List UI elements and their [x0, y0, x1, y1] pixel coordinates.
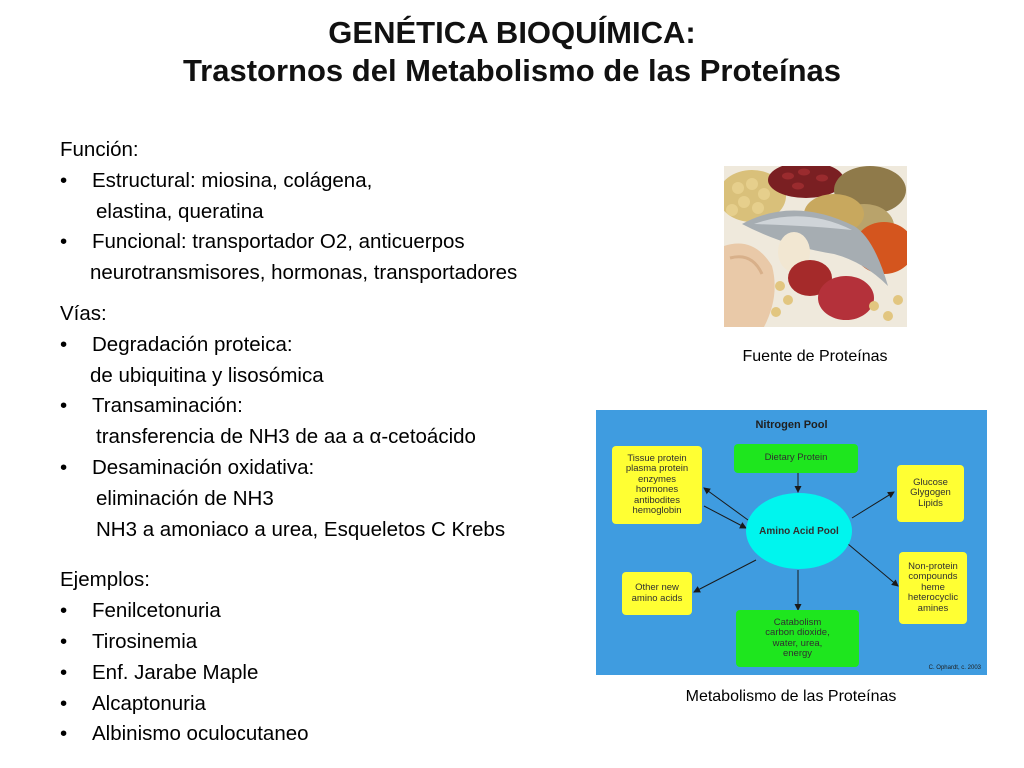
- title-line-2: Trastornos del Metabolismo de las Proteí…: [182, 53, 842, 88]
- funcion-bullet-1: • Estructural: miosina, colágena,: [60, 166, 620, 197]
- protein-foods-photo: [724, 166, 907, 327]
- funcion-bullet-1-text: Estructural: miosina, colágena,: [92, 168, 373, 192]
- vias-bullet-1-cont: de ubiquitina y lisosómica: [90, 363, 324, 387]
- nitrogen-pool-diagram: Nitrogen Pool Dietary Protein Tissue pro…: [596, 410, 987, 675]
- vias-bullet-3: • Desaminación oxidativa:: [60, 453, 620, 484]
- non-protein-box: Non-protein compounds heme heterocyclic …: [899, 552, 967, 624]
- arrow-tissue-to-pool: [703, 505, 747, 529]
- ejemplo-item-text: Enf. Jarabe Maple: [92, 660, 259, 684]
- other-amino-acids-box: Other new amino acids: [622, 572, 692, 615]
- bullet-dot: •: [60, 230, 68, 254]
- ejemplo-item: • Fenilcetonuria: [60, 596, 620, 627]
- diagram-arrows: [693, 473, 899, 611]
- diagram-title: Nitrogen Pool: [755, 419, 828, 431]
- funcion-bullet-1-cont: elastina, queratina: [96, 199, 264, 223]
- title-line-1: GENÉTICA BIOQUÍMICA:: [328, 15, 696, 50]
- arrow-pool-to-nonprotein: [847, 543, 899, 587]
- catabolism-box: Catabolism carbon dioxide, water, urea, …: [736, 610, 859, 667]
- ejemplo-item: • Tirosinemia: [60, 627, 620, 658]
- ejemplo-item-text: Albinismo oculocutaneo: [92, 722, 309, 746]
- photo-caption: Fuente de Proteínas: [742, 348, 888, 365]
- bullet-dot: •: [60, 332, 68, 356]
- tissue-protein-box: Tissue protein plasma protein enzymes ho…: [612, 446, 702, 524]
- bullet-dot: •: [60, 394, 68, 418]
- arrow-pool-to-glucose: [851, 491, 895, 519]
- arrow-pool-to-tissue: [703, 487, 749, 521]
- vias-bullet-1: • Degradación proteica:: [60, 330, 620, 361]
- ejemplo-item: • Alcaptonuria: [60, 689, 620, 720]
- amino-acid-pool: Amino Acid Pool: [746, 493, 852, 569]
- vias-bullet-3-cont-2: NH3 a amoniaco a urea, Esqueletos C Kreb…: [96, 517, 506, 541]
- bullet-dot: •: [60, 455, 68, 479]
- glucose-box: Glucose Glygogen Lipids: [897, 465, 964, 522]
- funcion-bullet-2-cont: neurotransmisores, hormonas, transportad…: [90, 261, 518, 285]
- diagram-credit: C. Ophardt, c. 2003: [928, 665, 981, 671]
- ejemplo-item-text: Tirosinemia: [92, 629, 198, 653]
- ejemplo-item: • Albinismo oculocutaneo: [60, 719, 620, 750]
- bullet-dot: •: [60, 168, 68, 192]
- text-column: Función: • Estructural: miosina, colágen…: [60, 135, 620, 750]
- vias-bullet-2-cont: transferencia de NH3 de aa a α-cetoácido: [96, 425, 476, 449]
- vias-heading: Vías:: [60, 301, 107, 325]
- bullet-dot: •: [60, 629, 68, 653]
- vias-bullet-2: • Transaminación:: [60, 391, 620, 422]
- vias-bullet-1-text: Degradación proteica:: [92, 332, 293, 356]
- vias-bullet-3-cont-1: eliminación de NH3: [96, 486, 274, 510]
- ejemplos-heading: Ejemplos:: [60, 568, 151, 592]
- arrow-pool-to-other: [693, 559, 757, 593]
- ejemplo-item: • Enf. Jarabe Maple: [60, 658, 620, 689]
- funcion-bullet-2: • Funcional: transportador O2, anticuerp…: [60, 227, 620, 258]
- funcion-bullet-2-text: Funcional: transportador O2, anticuerpos: [92, 230, 465, 254]
- bullet-dot: •: [60, 722, 68, 746]
- vias-bullet-3-text: Desaminación oxidativa:: [92, 455, 315, 479]
- protein-foods-illustration: [724, 166, 907, 327]
- bullet-dot: •: [60, 599, 68, 623]
- vias-bullet-2-text: Transaminación:: [92, 394, 243, 418]
- diagram-caption: Metabolismo de las Proteínas: [685, 688, 897, 705]
- bullet-dot: •: [60, 691, 68, 715]
- slide-title: GENÉTICA BIOQUÍMICA: Trastornos del Meta…: [0, 14, 1024, 90]
- ejemplo-item-text: Alcaptonuria: [92, 691, 206, 715]
- dietary-protein-box: Dietary Protein: [734, 444, 858, 473]
- bullet-dot: •: [60, 660, 68, 684]
- funcion-heading: Función:: [60, 138, 139, 161]
- ejemplo-item-text: Fenilcetonuria: [92, 599, 221, 623]
